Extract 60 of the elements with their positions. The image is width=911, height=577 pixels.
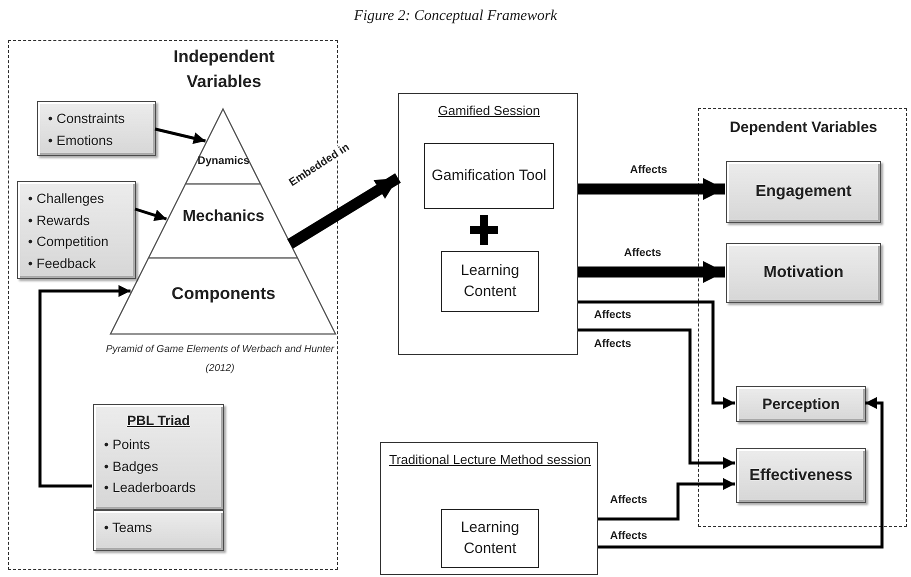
- box-text: Learning Content: [460, 261, 520, 302]
- thick-arrow: [578, 261, 725, 283]
- edge-label: Affects: [628, 164, 670, 176]
- process-box: [424, 143, 554, 209]
- process-box: [441, 509, 539, 568]
- list-item: • Leaderboards: [104, 479, 197, 498]
- pyramid-tier: [149, 184, 298, 258]
- bevel-box: [736, 386, 866, 422]
- arrow: [598, 478, 735, 520]
- figure-title: Figure 2: Conceptual Framework: [352, 8, 558, 25]
- list-item: • Challenges: [28, 190, 106, 208]
- group-heading: Independent Variables: [172, 46, 276, 93]
- arrow: [578, 328, 735, 469]
- list-item: • Points: [104, 436, 151, 454]
- group-heading: Gamified Session: [437, 102, 541, 120]
- group-heading: Dependent Variables: [728, 118, 878, 138]
- bevel-box: [726, 161, 881, 223]
- process-box: [441, 251, 539, 312]
- edge-label: Affects: [592, 338, 634, 350]
- box-text: Learning Content: [460, 518, 520, 558]
- bevel-box: [37, 101, 156, 156]
- variable-label: Perception: [761, 394, 841, 414]
- edge-label: Affects: [622, 247, 664, 259]
- group-frame: [8, 40, 338, 570]
- variable-label: Engagement: [754, 182, 852, 202]
- variable-label: Motivation: [762, 263, 844, 283]
- session-box: [398, 93, 578, 355]
- list-item: • Emotions: [48, 132, 114, 150]
- list-item: • Badges: [104, 458, 160, 476]
- variable-label: Effectiveness: [748, 466, 854, 486]
- tier-label: Components: [170, 284, 276, 304]
- list-item: • Feedback: [28, 254, 97, 273]
- bevel-box: [17, 181, 136, 279]
- list-item: • Competition: [28, 233, 110, 252]
- bevel-box: [93, 404, 224, 510]
- pyramid-tier: [111, 258, 336, 334]
- list-item: • Teams: [104, 519, 153, 537]
- thick-arrow: [287, 173, 401, 249]
- box-text: Gamification Tool: [430, 166, 548, 186]
- edge-label: Affects: [608, 530, 650, 542]
- box-heading: PBL Triad: [126, 413, 191, 428]
- pyramid-caption: Pyramid of Game Elements of Werbach and Hunter (2012): [104, 343, 336, 376]
- bevel-box: [726, 243, 881, 303]
- session-box: [380, 442, 598, 575]
- thick-arrow: [578, 178, 725, 200]
- tier-label: Dynamics: [196, 155, 250, 167]
- arrow: [578, 300, 735, 409]
- group-heading: Traditional Lecture Method session: [388, 451, 592, 469]
- bevel-box: [736, 448, 866, 503]
- arrow: [38, 285, 130, 488]
- arrow: [134, 208, 167, 222]
- bevel-box: [93, 510, 224, 551]
- edge-label: Affects: [608, 494, 650, 506]
- edge-label: Affects: [592, 309, 634, 321]
- list-item: • Rewards: [28, 212, 91, 230]
- tier-label: Mechanics: [182, 208, 266, 226]
- arrow: [154, 128, 206, 144]
- list-item: • Constraints: [48, 110, 126, 128]
- arrow: [598, 397, 884, 548]
- group-frame: [698, 108, 907, 527]
